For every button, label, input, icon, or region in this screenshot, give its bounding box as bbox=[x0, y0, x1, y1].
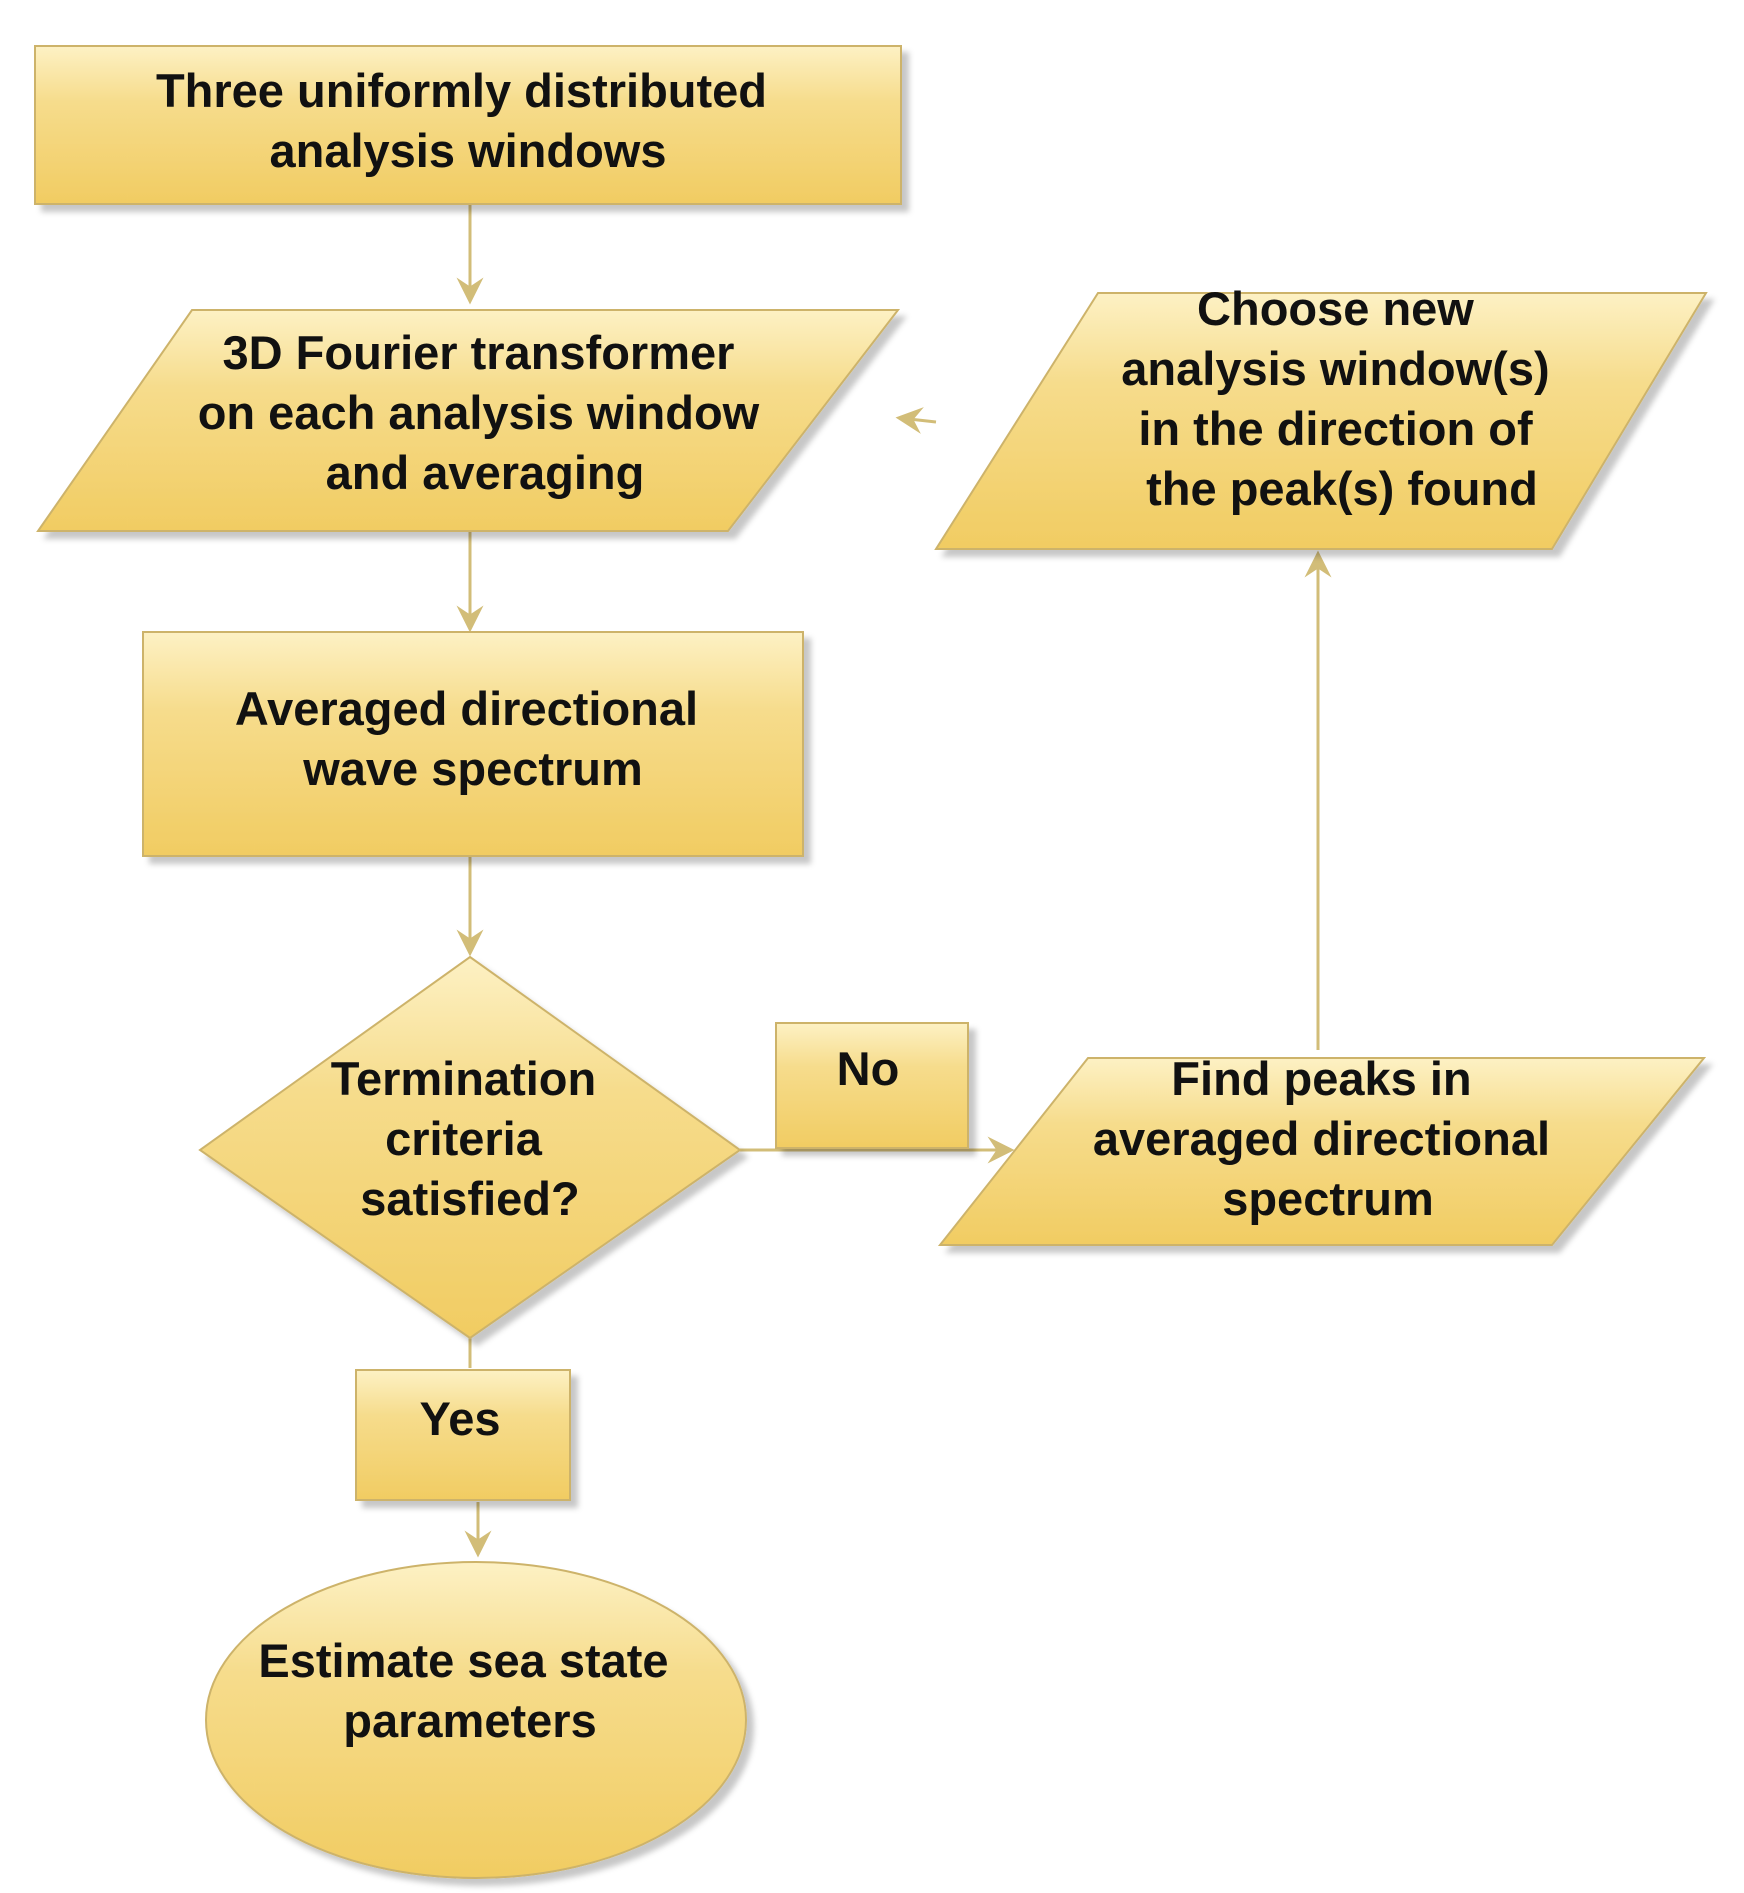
node-fourier: 3D Fourier transformer on each analysis … bbox=[36, 309, 901, 532]
node-choose-window-shape bbox=[934, 292, 1708, 550]
node-estimate-shape bbox=[205, 1561, 747, 1879]
node-yes-label: Yes bbox=[419, 1392, 500, 1445]
node-no-line-1: No bbox=[837, 1042, 900, 1095]
node-fourier-shape bbox=[36, 309, 901, 532]
node-fourier-label: 3D Fourier transformer on each analysis … bbox=[198, 326, 773, 499]
node-estimate-label: Estimate sea state parameters bbox=[258, 1634, 681, 1747]
node-estimate-line-2: parameters bbox=[343, 1694, 596, 1747]
node-find-peaks-line-3: spectrum bbox=[1222, 1172, 1434, 1225]
node-choose-window-line-2: analysis window(s) bbox=[1121, 342, 1549, 395]
node-spectrum-line-2: wave spectrum bbox=[302, 742, 643, 795]
node-no-label: No bbox=[837, 1042, 900, 1095]
node-yes-line-1: Yes bbox=[419, 1392, 500, 1445]
node-decision-line-1: Termination bbox=[331, 1052, 596, 1105]
node-spectrum-line-1: Averaged directional bbox=[235, 682, 698, 735]
node-decision-line-3: satisfied? bbox=[360, 1172, 579, 1225]
node-find-peaks: Find peaks in averaged directional spect… bbox=[937, 1052, 1707, 1246]
node-spectrum-shape bbox=[142, 631, 804, 857]
node-choose-window-line-4: the peak(s) found bbox=[1146, 462, 1538, 515]
node-find-peaks-line-2: averaged directional bbox=[1093, 1112, 1550, 1165]
node-start: Three uniformly distributed analysis win… bbox=[34, 45, 902, 205]
node-decision-label: Termination criteria satisfied? bbox=[331, 1052, 610, 1225]
node-no-shape bbox=[775, 1022, 969, 1149]
node-estimate: Estimate sea state parameters bbox=[205, 1561, 747, 1879]
node-estimate-line-1: Estimate sea state bbox=[258, 1634, 668, 1687]
node-no: No bbox=[775, 1022, 969, 1149]
connector-choose-window-to-fourier bbox=[895, 407, 937, 434]
node-start-shape bbox=[34, 45, 902, 205]
node-fourier-line-2: on each analysis window bbox=[198, 386, 760, 439]
node-find-peaks-label: Find peaks in averaged directional spect… bbox=[1093, 1052, 1563, 1225]
node-spectrum-label: Averaged directional wave spectrum bbox=[235, 682, 711, 795]
node-decision: Termination criteria satisfied? bbox=[198, 955, 742, 1340]
node-yes-shape bbox=[355, 1369, 571, 1501]
node-spectrum: Averaged directional wave spectrum bbox=[142, 631, 804, 857]
node-fourier-line-1: 3D Fourier transformer bbox=[223, 326, 735, 379]
node-start-line-1: Three uniformly distributed bbox=[156, 64, 767, 117]
connectors bbox=[456, 205, 1332, 1558]
node-choose-window-line-1: Choose new bbox=[1197, 282, 1474, 335]
node-choose-window: Choose new analysis window(s) in the dir… bbox=[934, 282, 1708, 550]
node-start-label: Three uniformly distributed analysis win… bbox=[156, 64, 780, 177]
node-start-line-2: analysis windows bbox=[269, 124, 666, 177]
node-yes: Yes bbox=[355, 1369, 571, 1501]
node-fourier-line-3: and averaging bbox=[326, 446, 645, 499]
node-choose-window-line-3: in the direction of bbox=[1138, 402, 1533, 455]
node-choose-window-label: Choose new analysis window(s) in the dir… bbox=[1121, 282, 1562, 515]
node-find-peaks-line-1: Find peaks in bbox=[1171, 1052, 1471, 1105]
node-decision-shape bbox=[198, 955, 742, 1340]
node-decision-line-2: criteria bbox=[385, 1112, 543, 1165]
node-find-peaks-shape bbox=[937, 1057, 1707, 1246]
